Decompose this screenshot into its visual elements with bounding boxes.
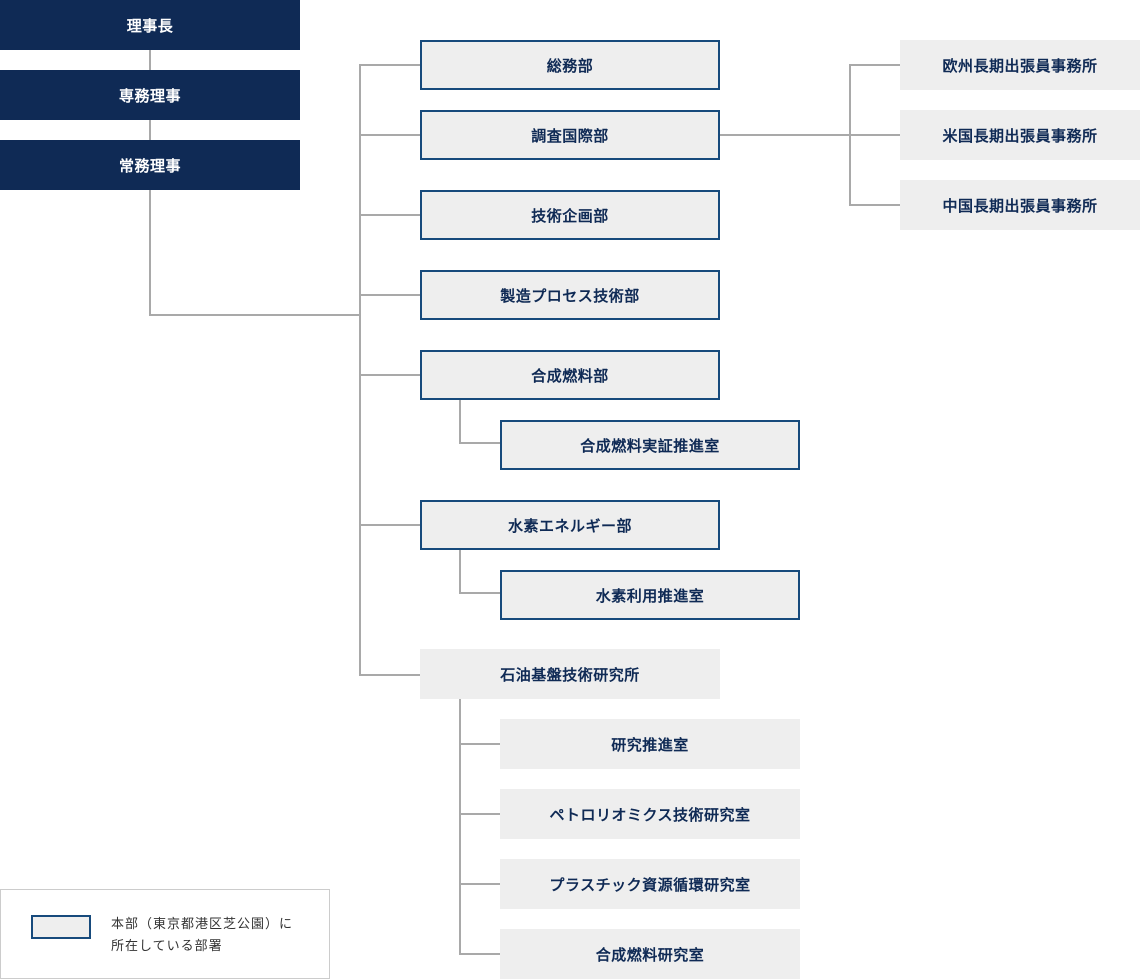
lab-research-promotion: 研究推進室 xyxy=(500,719,800,769)
branch-tech-planning xyxy=(359,214,421,216)
office-usa: 米国長期出張員事務所 xyxy=(900,110,1140,160)
synthetic-sub-vertical xyxy=(459,398,461,444)
office-china: 中国長期出張員事務所 xyxy=(900,180,1140,230)
overseas-branch-3 xyxy=(849,204,901,206)
dept-hydrogen-energy: 水素エネルギー部 xyxy=(420,500,720,550)
exec-connector-1 xyxy=(149,50,151,70)
lab-synthetic-fuel: 合成燃料研究室 xyxy=(500,929,800,979)
exec-connector-2 xyxy=(149,120,151,140)
legend: 本部（東京都港区芝公園）に 所在している部署 xyxy=(0,889,330,979)
institute-branch-2 xyxy=(459,813,501,815)
exec-chairman: 理事長 xyxy=(0,0,300,50)
legend-line-2: 所在している部署 xyxy=(111,939,223,954)
institute-petroleum-tech: 石油基盤技術研究所 xyxy=(420,649,720,699)
legend-swatch xyxy=(31,915,91,939)
legend-text: 本部（東京都港区芝公園）に 所在している部署 xyxy=(111,914,311,958)
overseas-branch-1 xyxy=(849,64,901,66)
hydrogen-sub-vertical xyxy=(459,548,461,594)
branch-hydrogen xyxy=(359,524,421,526)
legend-line-1: 本部（東京都港区芝公園）に xyxy=(111,917,294,932)
dept-general-affairs: 総務部 xyxy=(420,40,720,90)
branch-general-affairs xyxy=(359,64,421,66)
dept-tech-planning: 技術企画部 xyxy=(420,190,720,240)
institute-sub-vertical xyxy=(459,698,461,955)
institute-branch-3 xyxy=(459,883,501,885)
synthetic-sub-horizontal xyxy=(459,442,501,444)
dept-synthetic-fuel: 合成燃料部 xyxy=(420,350,720,400)
exec-senior-managing-director: 専務理事 xyxy=(0,70,300,120)
branch-research-international xyxy=(359,134,421,136)
exec-managing-director: 常務理事 xyxy=(0,140,300,190)
office-synthetic-fuel-demo: 合成燃料実証推進室 xyxy=(500,420,800,470)
branch-synthetic-fuel xyxy=(359,374,421,376)
exec-to-trunk-horizontal xyxy=(149,314,361,316)
institute-branch-1 xyxy=(459,743,501,745)
overseas-branch-2 xyxy=(849,134,901,136)
dept-process-tech: 製造プロセス技術部 xyxy=(420,270,720,320)
main-trunk xyxy=(359,64,361,676)
office-europe: 欧州長期出張員事務所 xyxy=(900,40,1140,90)
lab-plastic-recycling: プラスチック資源循環研究室 xyxy=(500,859,800,909)
branch-process-tech xyxy=(359,294,421,296)
dept-research-international: 調査国際部 xyxy=(420,110,720,160)
overseas-horizontal xyxy=(719,134,851,136)
office-hydrogen-use: 水素利用推進室 xyxy=(500,570,800,620)
exec-to-trunk-vertical xyxy=(149,190,151,316)
institute-branch-4 xyxy=(459,953,501,955)
lab-petroleomics: ペトロリオミクス技術研究室 xyxy=(500,789,800,839)
branch-institute xyxy=(359,674,421,676)
hydrogen-sub-horizontal xyxy=(459,592,501,594)
